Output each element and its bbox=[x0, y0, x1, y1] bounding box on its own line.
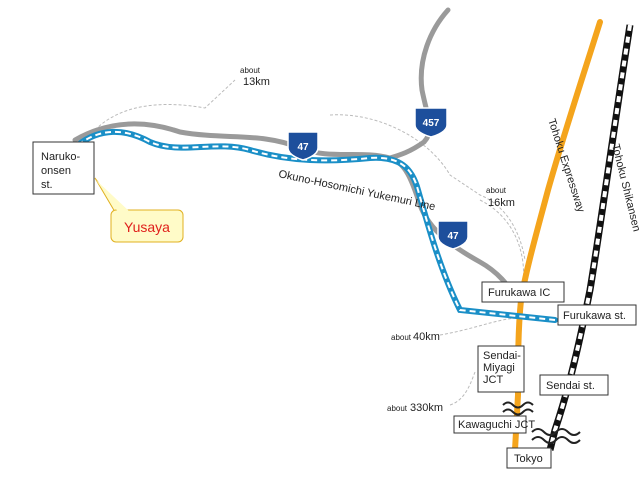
junction-sendai-miyagi: Sendai- Miyagi JCT bbox=[477, 345, 525, 393]
distance-330km-prefix: about bbox=[387, 404, 408, 413]
station-sendai: Sendai st. bbox=[539, 374, 609, 396]
naruko-label-2: onsen bbox=[41, 165, 71, 177]
yusaya-callout: Yusaya bbox=[94, 177, 184, 243]
distance-16km-prefix: about bbox=[486, 186, 507, 195]
interchange-furukawa: Furukawa IC bbox=[481, 281, 565, 303]
distance-40km-value: 40km bbox=[413, 331, 440, 343]
route-47-label-b: 47 bbox=[447, 231, 459, 242]
distance-13km-value: 13km bbox=[243, 76, 270, 88]
route-457-road bbox=[387, 7, 451, 161]
furukawa-ic-label: Furukawa IC bbox=[488, 287, 550, 299]
naruko-label-3: st. bbox=[41, 179, 53, 191]
distance-guide-13km bbox=[94, 79, 236, 131]
route-47-label-a: 47 bbox=[297, 142, 309, 153]
tohoku-shinkansen-dash bbox=[548, 24, 632, 451]
route-47-shield-a: 47 bbox=[287, 131, 319, 161]
shinkansen-label: Tohoku Shikansen bbox=[609, 143, 640, 233]
route-47-shield-b: 47 bbox=[437, 220, 469, 250]
sendai-miyagi-label-1: Sendai- bbox=[483, 350, 521, 362]
distance-13km-prefix: about bbox=[240, 66, 261, 75]
kawaguchi-label: Kawaguchi JCT bbox=[458, 419, 535, 431]
route-457-shield: 457 bbox=[414, 107, 448, 138]
furukawa-station-label: Furukawa st. bbox=[563, 310, 626, 322]
distance-330km-value: 330km bbox=[410, 402, 443, 414]
distance-guide-40km bbox=[439, 317, 516, 336]
distance-16km-value: 16km bbox=[488, 197, 515, 209]
sendai-miyagi-label-2: Miyagi bbox=[483, 362, 515, 374]
station-tokyo: Tokyo bbox=[506, 447, 552, 469]
station-furukawa: Furukawa st. bbox=[557, 304, 637, 326]
yukemuri-line-dash bbox=[77, 130, 556, 321]
junction-kawaguchi: Kawaguchi JCT bbox=[453, 415, 535, 434]
break-mark-expressway bbox=[502, 401, 534, 416]
distance-40km-prefix: about bbox=[391, 333, 412, 342]
distance-guide-16km bbox=[329, 114, 526, 261]
route-457-label: 457 bbox=[423, 118, 440, 129]
distance-guide-330km bbox=[449, 371, 476, 406]
sendai-miyagi-label-3: JCT bbox=[483, 374, 503, 386]
tokyo-label: Tokyo bbox=[514, 453, 543, 465]
naruko-label-1: Naruko- bbox=[41, 151, 80, 163]
yusaya-label: Yusaya bbox=[124, 219, 170, 235]
sendai-station-label: Sendai st. bbox=[546, 380, 595, 392]
route-47-road bbox=[72, 121, 519, 301]
break-mark-shinkansen bbox=[531, 428, 581, 444]
station-naruko-onsen: Naruko- onsen st. bbox=[32, 141, 95, 195]
